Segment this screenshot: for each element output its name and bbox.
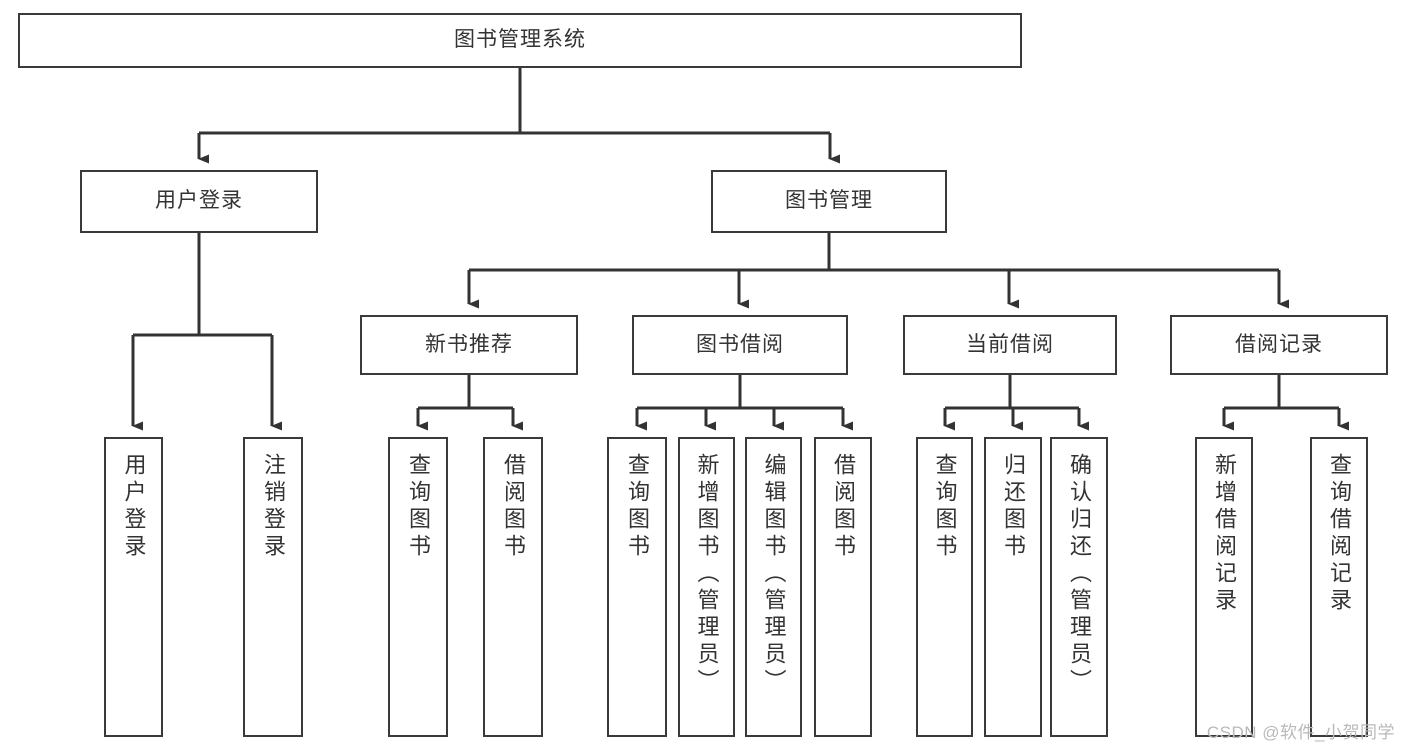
node-leaf-edit-book-label: 编辑图书（管理员） (761, 453, 787, 696)
node-borrow-record-label: 借阅记录 (1235, 332, 1323, 356)
node-leaf-borrow-book-1-label: 借阅图书 (501, 453, 526, 561)
node-borrow-record[interactable]: 借阅记录 (1170, 315, 1388, 375)
node-leaf-return-book-label: 归还图书 (1001, 453, 1026, 561)
node-user-login-label: 用户登录 (155, 189, 243, 213)
node-leaf-query-book-2[interactable]: 查询图书 (607, 437, 667, 737)
node-leaf-query-record[interactable]: 查询借阅记录 (1310, 437, 1368, 737)
node-leaf-edit-book[interactable]: 编辑图书（管理员） (745, 437, 802, 737)
node-leaf-query-book-3-label: 查询图书 (932, 453, 958, 561)
node-leaf-query-record-label: 查询借阅记录 (1327, 453, 1352, 615)
node-root[interactable]: 图书管理系统 (18, 13, 1022, 68)
node-leaf-confirm-return[interactable]: 确认归还（管理员） (1050, 437, 1108, 737)
node-current-borrow-label: 当前借阅 (966, 332, 1054, 356)
node-leaf-add-record-label: 新增借阅记录 (1212, 453, 1237, 615)
node-leaf-add-book[interactable]: 新增图书（管理员） (678, 437, 735, 737)
node-book-borrow-label: 图书借阅 (696, 332, 784, 356)
node-leaf-query-book-1-label: 查询图书 (406, 453, 431, 561)
node-leaf-logout[interactable]: 注销登录 (243, 437, 303, 737)
csdn-watermark: CSDN @软件_小贺同学 (1206, 723, 1395, 742)
node-root-label: 图书管理系统 (454, 28, 586, 52)
node-book-manage[interactable]: 图书管理 (711, 170, 947, 233)
node-book-manage-label: 图书管理 (785, 189, 873, 213)
node-leaf-add-book-label: 新增图书（管理员） (694, 453, 720, 696)
node-leaf-logout-label: 注销登录 (261, 453, 286, 561)
node-leaf-user-login[interactable]: 用户登录 (104, 437, 163, 737)
node-book-borrow[interactable]: 图书借阅 (632, 315, 848, 375)
node-leaf-query-book-2-label: 查询图书 (625, 453, 650, 561)
node-leaf-user-login-label: 用户登录 (121, 453, 147, 561)
node-leaf-return-book[interactable]: 归还图书 (984, 437, 1042, 737)
node-leaf-borrow-book-2[interactable]: 借阅图书 (814, 437, 872, 737)
node-leaf-borrow-book-1[interactable]: 借阅图书 (483, 437, 543, 737)
node-leaf-add-record[interactable]: 新增借阅记录 (1195, 437, 1253, 737)
node-new-book-rec[interactable]: 新书推荐 (360, 315, 578, 375)
node-leaf-query-book-3[interactable]: 查询图书 (916, 437, 973, 737)
node-leaf-borrow-book-2-label: 借阅图书 (831, 453, 856, 561)
node-leaf-confirm-return-label: 确认归还（管理员） (1067, 453, 1092, 696)
node-new-book-rec-label: 新书推荐 (425, 332, 513, 356)
node-current-borrow[interactable]: 当前借阅 (903, 315, 1117, 375)
node-leaf-query-book-1[interactable]: 查询图书 (388, 437, 448, 737)
node-user-login[interactable]: 用户登录 (80, 170, 318, 233)
